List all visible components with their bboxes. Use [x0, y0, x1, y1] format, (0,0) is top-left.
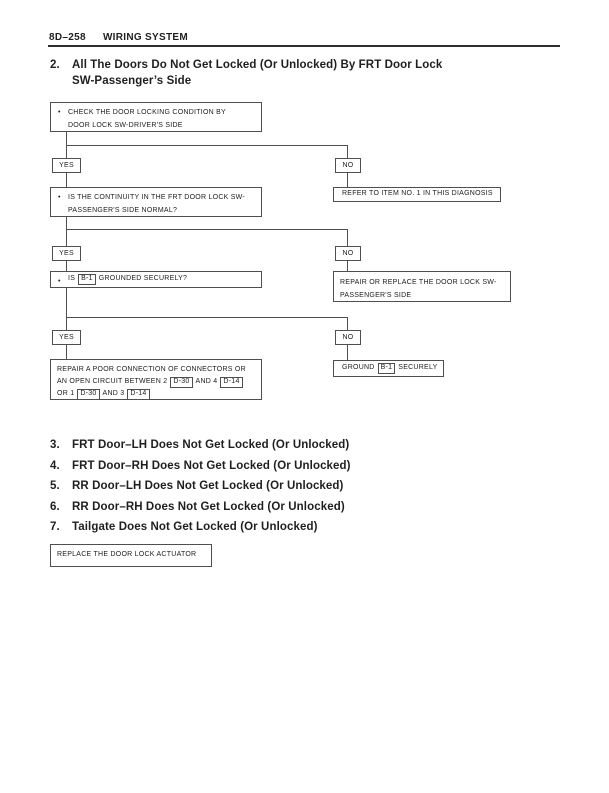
connector-line [347, 229, 348, 246]
box-text-line1: IS THE CONTINUITY IN THE FRT DOOR LOCK S… [68, 194, 245, 201]
connector-tag-d30: D-30 [170, 377, 193, 388]
item-3: 3. FRT Door–LH Does Not Get Locked (Or U… [50, 439, 349, 451]
item-number: 3. [50, 439, 60, 451]
no-label-3: NO [335, 330, 361, 345]
yes-label-1: YES [52, 158, 81, 173]
item-4: 4. FRT Door–RH Does Not Get Locked (Or U… [50, 460, 351, 472]
flowchart-box-replace-actuator: REPLACE THE DOOR LOCK ACTUATOR [50, 544, 212, 567]
bullet-icon: • [58, 109, 61, 116]
item-number: 4. [50, 459, 60, 472]
connector-tag-b1: B-1 [78, 274, 96, 285]
section-title-line2: SW-Passenger’s Side [72, 75, 192, 87]
item-7: 7. Tailgate Does Not Get Locked (Or Unlo… [50, 521, 318, 533]
bullet-icon: • [58, 278, 61, 285]
box-text-post: GROUNDED SECURELY? [98, 275, 188, 283]
connector-line [347, 317, 348, 330]
section-title-line1: All The Doors Do Not Get Locked (Or Unlo… [72, 59, 443, 71]
item-title: FRT Door–LH Does Not Get Locked (Or Unlo… [72, 439, 350, 451]
connector-tag-d14: D-14 [127, 389, 150, 400]
box-text-line2: PASSENGER'S SIDE NORMAL? [68, 206, 178, 214]
connector-line [347, 145, 348, 158]
connector-line [347, 261, 348, 271]
connector-line [66, 261, 67, 271]
box-text: REPLACE THE DOOR LOCK ACTUATOR [57, 551, 197, 559]
box-text-line2: DOOR LOCK SW-DRIVER'S SIDE [68, 121, 183, 129]
item-title: RR Door–RH Does Not Get Locked (Or Unloc… [72, 500, 345, 513]
connector-tag-b1: B-1 [377, 363, 396, 374]
item-6: 6. RR Door–RH Does Not Get Locked (Or Un… [50, 501, 345, 513]
connector-line [66, 229, 67, 246]
connector-line [66, 288, 67, 317]
box-text-post: SECURELY [398, 364, 438, 372]
flowchart-box-repair-replace-sw: REPAIR OR REPLACE THE DOOR LOCK SW- PASS… [333, 271, 511, 302]
connector-line [66, 317, 348, 318]
connector-line [347, 173, 348, 187]
page-header: 8D–258 WIRING SYSTEM [49, 32, 188, 43]
box-text-line2: PASSENGER'S SIDE [340, 291, 412, 299]
flowchart-box-grounded-check: • IS B-1 GROUNDED SECURELY? [50, 271, 262, 288]
flowchart-box-ground-b1: GROUND B-1 SECURELY [333, 360, 444, 377]
item-number: 7. [50, 521, 60, 533]
flowchart-box-check-door-locking: • CHECK THE DOOR LOCKING CONDITION BY DO… [50, 102, 262, 132]
flowchart-box-continuity-check: • IS THE CONTINUITY IN THE FRT DOOR LOCK… [50, 187, 262, 217]
yes-label-2: YES [52, 246, 81, 261]
bullet-icon: • [58, 194, 61, 201]
box-text-segment: OR 1 [57, 390, 75, 398]
connector-line [66, 173, 67, 187]
box-text-segment: AND 3 [102, 390, 125, 398]
yes-label-3: YES [52, 330, 81, 345]
flowchart-box-refer-item-1: REFER TO ITEM NO. 1 IN THIS DIAGNOSIS [333, 187, 501, 202]
connector-line [347, 345, 348, 360]
item-number: 5. [50, 480, 60, 492]
header-rule [48, 45, 560, 47]
box-text-line1: REPAIR OR REPLACE THE DOOR LOCK SW- [340, 279, 497, 286]
box-text: REFER TO ITEM NO. 1 IN THIS DIAGNOSIS [342, 190, 493, 198]
item-title: FRT Door–RH Does Not Get Locked (Or Unlo… [72, 459, 351, 472]
box-text-line1: CHECK THE DOOR LOCKING CONDITION BY [68, 109, 226, 116]
item-title: RR Door–LH Does Not Get Locked (Or Unloc… [72, 480, 344, 492]
connector-line [66, 132, 67, 145]
box-text-segment: AN OPEN CIRCUIT BETWEEN 2 [57, 378, 168, 386]
connector-line [66, 217, 67, 229]
connector-line [66, 145, 67, 158]
section-number: 2. [50, 59, 60, 71]
flowchart-box-repair-connection: REPAIR A POOR CONNECTION OF CONNECTORS O… [50, 359, 262, 400]
connector-line [66, 145, 348, 146]
section-2-heading: 2. All The Doors Do Not Get Locked (Or U… [50, 59, 442, 71]
connector-line [66, 345, 67, 359]
box-text-pre: GROUND [342, 364, 375, 372]
item-5: 5. RR Door–LH Does Not Get Locked (Or Un… [50, 480, 343, 492]
box-text-pre: IS [68, 275, 76, 283]
connector-tag-d14: D-14 [220, 377, 243, 388]
no-label-1: NO [335, 158, 361, 173]
box-text-segment: AND 4 [195, 378, 218, 386]
box-text-line1: REPAIR A POOR CONNECTION OF CONNECTORS O… [57, 366, 246, 373]
connector-line [66, 229, 348, 230]
connector-line [66, 317, 67, 330]
no-label-2: NO [335, 246, 361, 261]
page-code: 8D–258 [49, 32, 86, 43]
item-title: Tailgate Does Not Get Locked (Or Unlocke… [72, 521, 318, 533]
item-number: 6. [50, 500, 60, 513]
connector-tag-d30: D-30 [77, 389, 100, 400]
header-title: WIRING SYSTEM [102, 32, 188, 43]
